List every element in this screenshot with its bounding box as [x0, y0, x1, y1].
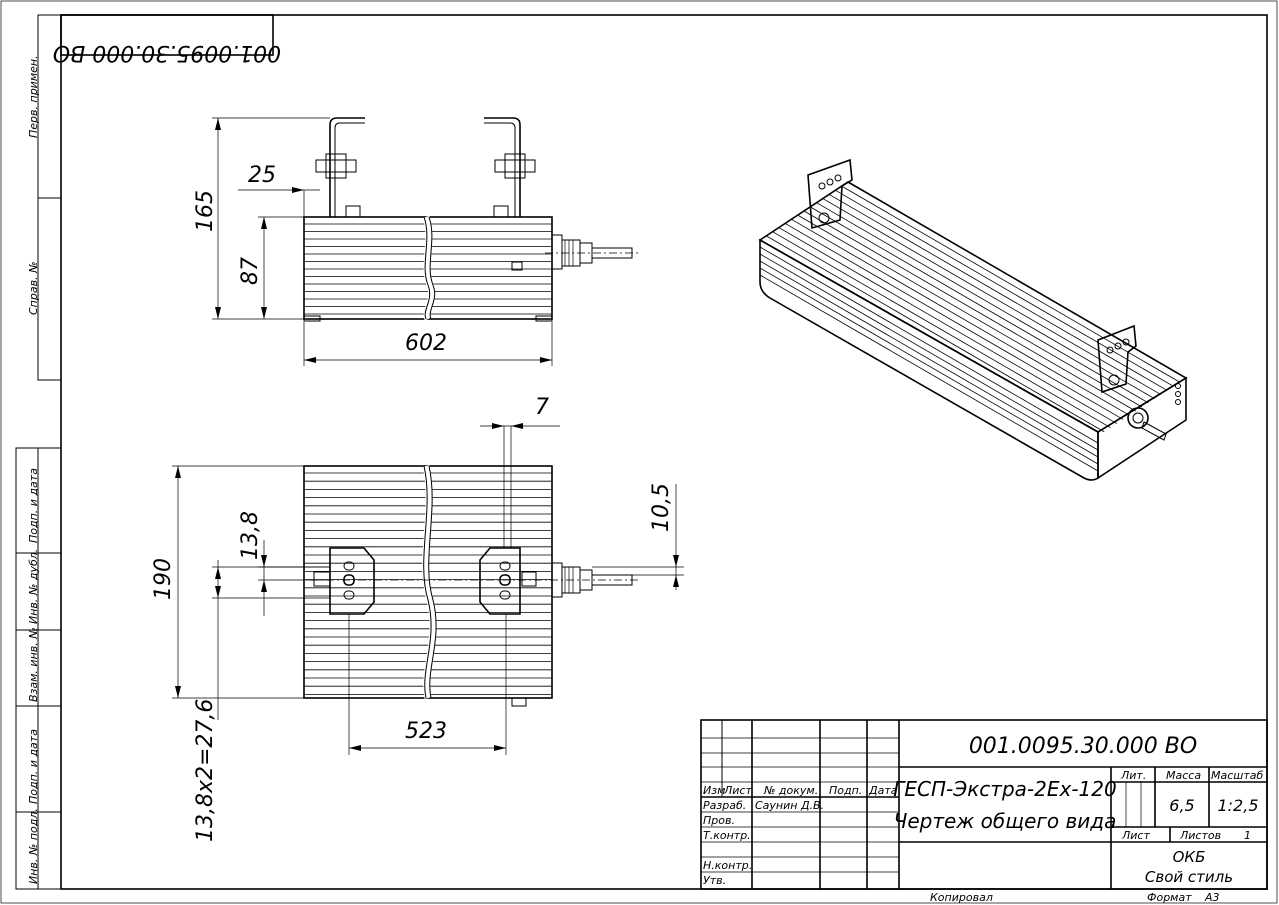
- fin-line: [791, 218, 1130, 416]
- hdr-izm: Изм: [703, 784, 725, 797]
- fin-line: [759, 260, 1099, 458]
- fin-line: [759, 267, 1099, 465]
- fin-line: [816, 202, 1155, 400]
- fin-line: [784, 223, 1124, 420]
- razrab-name: Саунин Д.В.: [755, 799, 824, 812]
- mirrored-doc-code-box: 001.0095.30.000 ВО: [53, 14, 281, 65]
- masshtab-value: 1:2,5: [1217, 796, 1258, 815]
- fin-line: [759, 253, 1099, 451]
- dim-165: 165: [193, 190, 218, 232]
- fin-line: [778, 227, 1118, 424]
- fin-line: [828, 194, 1168, 391]
- hdr-dokum: № докум.: [763, 784, 818, 797]
- fin-line: [766, 235, 1105, 433]
- mirrored-doc-code: 001.0095.30.000 ВО: [53, 40, 281, 65]
- label-podp-data-1: Подп. и дата: [27, 468, 40, 543]
- front-view: 165 87 25 602: [193, 117, 640, 366]
- fin-line: [835, 189, 1174, 387]
- massa-value: 6,5: [1169, 796, 1194, 815]
- product-name: ГЕСП-Экстра-2Ex-120: [893, 777, 1116, 801]
- fin-line: [772, 231, 1111, 429]
- dim-523: 523: [405, 719, 447, 744]
- fin-line: [759, 246, 1099, 444]
- role-utv: Утв.: [703, 874, 726, 887]
- dim-13-8: 13,8: [238, 511, 263, 560]
- dim-10-5: 10,5: [649, 483, 674, 532]
- dim-13-8x2: 13,8x2=27,6: [193, 699, 218, 842]
- dim-7: 7: [535, 395, 549, 420]
- left-margin-strip: Перв. примен. Справ. № Подп. и дата Инв.…: [15, 14, 62, 890]
- dim-25: 25: [248, 163, 276, 188]
- listov-label: Листов: [1179, 829, 1221, 842]
- label-podp-data-2: Подп. и дата: [27, 729, 40, 804]
- top-view: 190 13,8 13,8x2=27,6 523 7 10,: [151, 395, 684, 842]
- massa-label: Масса: [1166, 769, 1201, 782]
- org-2: Свой стиль: [1145, 868, 1233, 886]
- label-inv-dubl: Инв. № дубл.: [27, 549, 40, 624]
- title-block: Изм Лист № докум. Подп. Дата Разраб. Сау…: [700, 719, 1268, 890]
- role-tkontr: Т.контр.: [703, 829, 751, 842]
- label-sprav-no: Справ. №: [27, 261, 40, 315]
- isometric-fins: [759, 185, 1180, 472]
- masshtab-label: Масштаб: [1211, 769, 1263, 782]
- role-prov: Пров.: [703, 814, 735, 827]
- label-perv-primen: Перв. примен.: [27, 55, 40, 138]
- list-label: Лист: [1121, 829, 1150, 842]
- fin-line: [810, 206, 1149, 404]
- footer-format-value: А3: [1204, 891, 1220, 904]
- label-vzam-inv: Взам. инв. №: [27, 627, 40, 702]
- org-1: ОКБ: [1173, 848, 1206, 866]
- hdr-podp: Подп.: [829, 784, 862, 797]
- role-razrab: Разраб.: [703, 799, 746, 812]
- isometric-view: [758, 158, 1188, 481]
- listov-value: 1: [1244, 829, 1251, 842]
- footer-format-label: Формат: [1147, 891, 1192, 904]
- dim-190: 190: [151, 558, 176, 600]
- fin-line: [797, 214, 1136, 412]
- footer-kopiroval: Копировал: [930, 891, 993, 904]
- lit-label: Лит.: [1120, 769, 1146, 782]
- doc-code: 001.0095.30.000 ВО: [969, 734, 1197, 759]
- dim-87: 87: [238, 257, 263, 285]
- hdr-list: Лист: [723, 784, 752, 797]
- fin-line: [803, 210, 1143, 408]
- role-nkontr: Н.контр.: [703, 859, 752, 872]
- drawing-type: Чертеж общего вида: [894, 809, 1117, 833]
- fin-line: [822, 198, 1162, 395]
- fin-line: [841, 185, 1180, 383]
- label-inv-podl: Инв. № подл.: [27, 808, 40, 884]
- dim-602: 602: [405, 331, 447, 356]
- hdr-data: Дата: [868, 784, 898, 797]
- fin-line: [759, 274, 1099, 472]
